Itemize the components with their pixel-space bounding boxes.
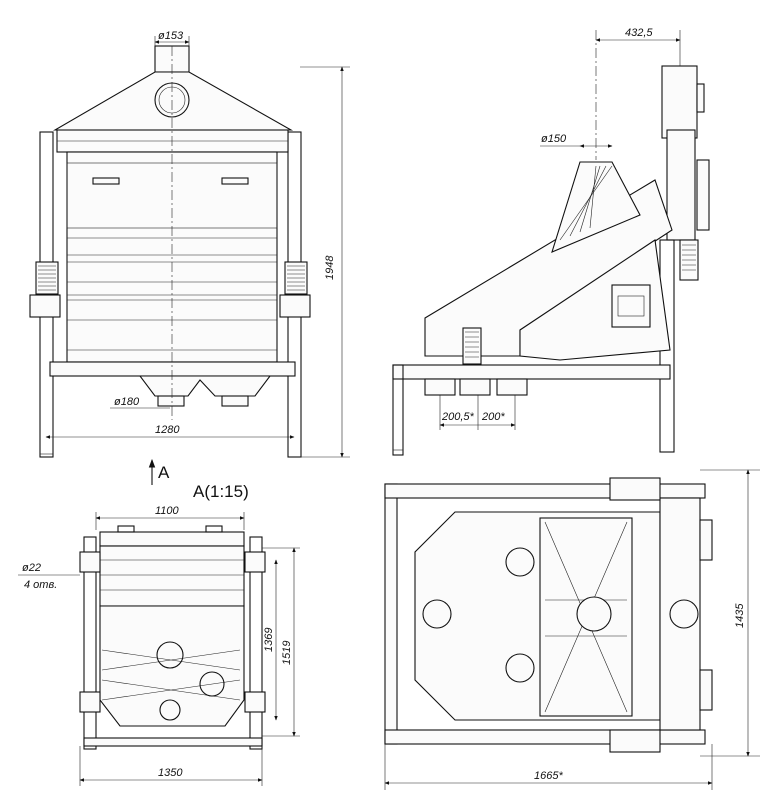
- dim-w1100: 1100: [155, 505, 180, 517]
- arrow-label: A: [158, 463, 170, 482]
- dim-d150: ø150: [541, 133, 567, 145]
- front-view: [29, 45, 311, 458]
- side-view-dimensions: 432,5 ø150 200,5* 200*: [439, 27, 681, 430]
- view-arrow-a: A: [148, 458, 170, 485]
- top-view: [384, 477, 713, 753]
- dim-h1519: 1519: [281, 641, 293, 665]
- dim-w200-5: 200,5*: [441, 411, 475, 423]
- dim-h1435: 1435: [734, 603, 746, 628]
- dim-h1948: 1948: [324, 255, 336, 280]
- dim-w200: 200*: [481, 411, 505, 423]
- dim-w1350: 1350: [158, 767, 183, 779]
- dim-d22: ø22: [22, 562, 41, 574]
- view-label: A(1:15): [193, 482, 249, 501]
- front-view-dimensions: ø153 1948 ø180 1280: [45, 30, 350, 458]
- view-a-dimensions: 1100 ø22 4 отв. 1369 1519 1350: [18, 505, 300, 786]
- dim-holes: 4 отв.: [24, 579, 57, 591]
- dim-d180: ø180: [114, 396, 140, 408]
- dim-w1665: 1665*: [534, 770, 563, 782]
- dim-w1280: 1280: [155, 424, 180, 436]
- view-a: [79, 525, 266, 750]
- top-view-dimensions: 1435 1665*: [384, 469, 760, 790]
- dim-d153: ø153: [158, 30, 184, 42]
- dim-h1369: 1369: [263, 628, 275, 652]
- side-view: [392, 30, 710, 456]
- dim-w432: 432,5: [625, 27, 653, 39]
